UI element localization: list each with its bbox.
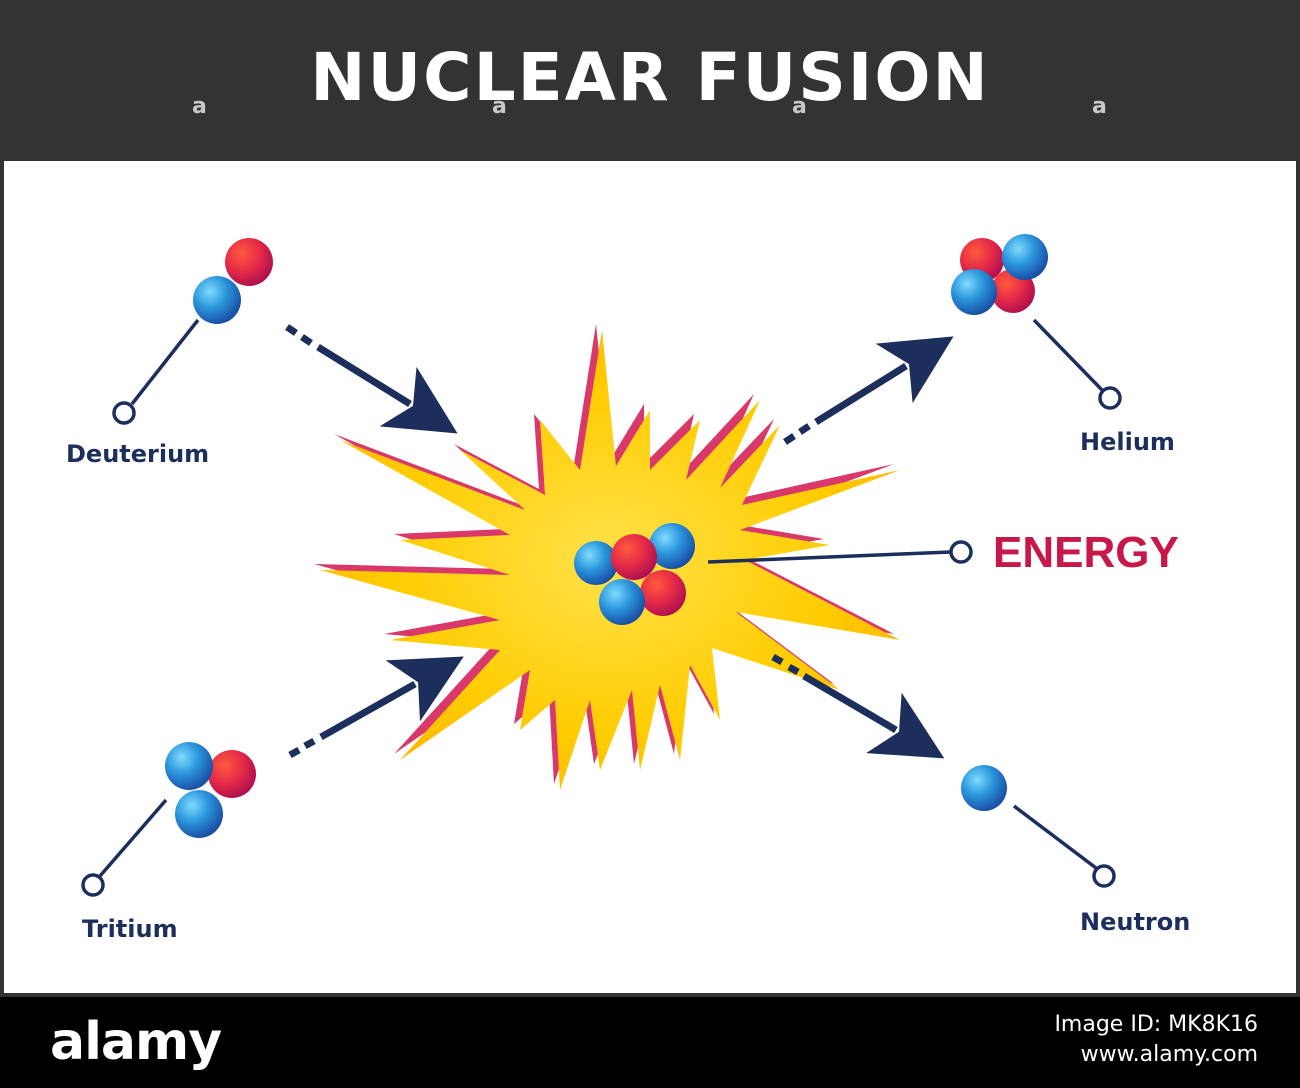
fusion-diagram (81, 234, 1122, 897)
proton-particle (225, 238, 273, 286)
label-energy: ENERGY (993, 528, 1179, 577)
footer-info: Image ID: MK8K16 www.alamy.com (1054, 1010, 1258, 1070)
arrow-deuterium-in (285, 324, 458, 434)
watermark-mark: a (492, 94, 507, 119)
label-helium: Helium (1080, 428, 1175, 456)
arrow-neutron-out (771, 653, 945, 759)
neutron-particle (961, 765, 1007, 811)
watermark-mark: a (192, 94, 207, 119)
site-url-text: www.alamy.com (1080, 1042, 1258, 1067)
footer-bar (0, 997, 1300, 1088)
brand-logo: alamy (50, 1012, 222, 1072)
arrow-helium-out (783, 336, 954, 445)
label-tritium: Tritium (82, 915, 178, 943)
tritium-atom (81, 742, 256, 897)
helium-atom (951, 234, 1122, 410)
neutron-particle (1002, 234, 1048, 280)
neutron-particle (175, 790, 223, 838)
label-deuterium: Deuterium (66, 440, 210, 468)
fused-nucleus (574, 523, 695, 625)
energy-pointer (707, 540, 973, 564)
watermark-mark: a (1092, 94, 1107, 119)
label-neutron: Neutron (1080, 908, 1191, 936)
proton-particle (208, 750, 256, 798)
arrow-tritium-in (288, 656, 464, 759)
neutron-particle (193, 276, 241, 324)
neutron-particle (951, 269, 997, 315)
proton-particle (991, 269, 1035, 313)
title-bar: NUCLEAR FUSION (0, 0, 1300, 161)
neutron-atom (961, 765, 1116, 888)
deuterium-atom (112, 238, 273, 425)
neutron-particle (165, 742, 213, 790)
watermark-mark: a (792, 94, 807, 119)
page-title: NUCLEAR FUSION (310, 39, 990, 116)
image-id-text: Image ID: MK8K16 (1054, 1012, 1258, 1037)
